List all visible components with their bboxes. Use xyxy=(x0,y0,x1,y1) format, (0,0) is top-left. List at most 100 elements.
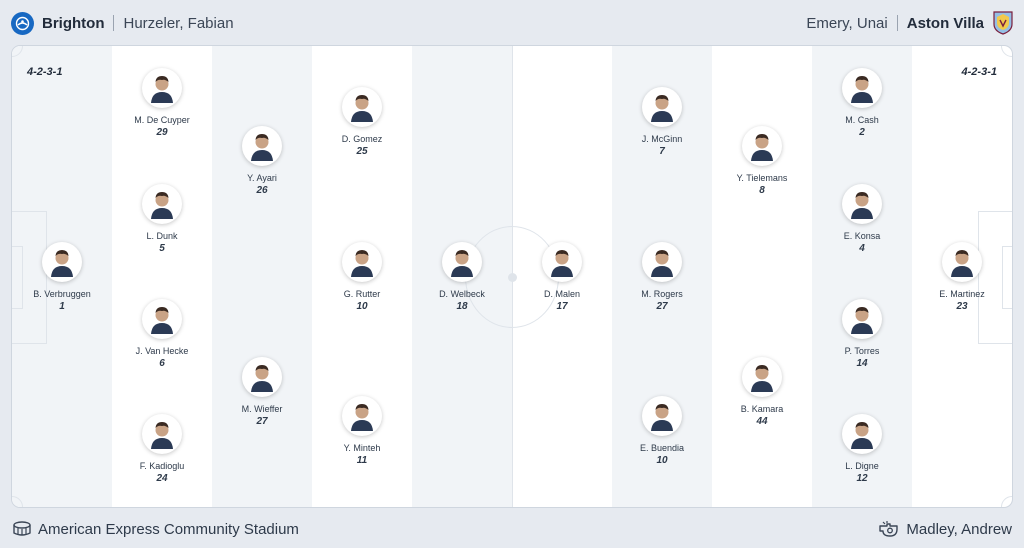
player-card[interactable]: F. Kadioglu 24 xyxy=(112,414,212,484)
player-card[interactable]: D. Gomez 25 xyxy=(312,87,412,157)
player-card[interactable]: E. Buendia 10 xyxy=(612,396,712,466)
player-card[interactable]: D. Welbeck 18 xyxy=(412,242,512,312)
player-headshot-icon xyxy=(451,250,473,277)
player-avatar xyxy=(842,184,882,224)
player-card[interactable]: E. Konsa 4 xyxy=(812,184,912,254)
player-name: Y. Minteh xyxy=(343,443,381,453)
player-avatar xyxy=(242,126,282,166)
home-penalty-box xyxy=(12,211,47,344)
player-card[interactable]: J. Van Hecke 6 xyxy=(112,299,212,369)
player-number: 11 xyxy=(356,455,368,466)
player-number: 29 xyxy=(156,127,168,138)
player-headshot-icon xyxy=(551,250,573,277)
match-header: Brighton Hurzeler, Fabian Emery, Unai As… xyxy=(0,0,1024,46)
player-number: 1 xyxy=(59,301,65,312)
player-headshot-icon xyxy=(151,192,173,219)
player-card[interactable]: G. Rutter 10 xyxy=(312,242,412,312)
player-number: 14 xyxy=(856,358,868,369)
referee-info: Madley, Andrew xyxy=(878,518,1012,540)
player-headshot-icon xyxy=(851,422,873,449)
aston-villa-crest-icon xyxy=(993,11,1013,35)
player-card[interactable]: P. Torres 14 xyxy=(812,299,912,369)
player-number: 8 xyxy=(759,185,765,196)
home-team-name[interactable]: Brighton xyxy=(42,14,105,32)
player-headshot-icon xyxy=(351,95,373,122)
player-headshot-icon xyxy=(251,134,273,161)
player-number: 10 xyxy=(356,301,368,312)
player-avatar xyxy=(842,414,882,454)
player-avatar xyxy=(142,68,182,108)
away-team-name[interactable]: Aston Villa xyxy=(906,14,984,32)
player-avatar xyxy=(142,414,182,454)
player-avatar xyxy=(642,396,682,436)
player-avatar xyxy=(542,242,582,282)
header-divider xyxy=(113,15,115,31)
stadium-icon xyxy=(12,520,32,538)
player-headshot-icon xyxy=(851,76,873,103)
player-headshot-icon xyxy=(351,250,373,277)
player-card[interactable]: B. Kamara 44 xyxy=(712,357,812,427)
player-card[interactable]: Y. Tielemans 8 xyxy=(712,126,812,196)
corner-arc xyxy=(1001,46,1012,57)
brighton-crest-icon xyxy=(11,11,34,35)
player-avatar xyxy=(142,184,182,224)
player-headshot-icon xyxy=(751,365,773,392)
player-card[interactable]: M. Cash 2 xyxy=(812,68,912,138)
away-team-block: Emery, Unai Aston Villa xyxy=(806,11,1013,35)
player-number: 2 xyxy=(859,127,865,138)
lineup-pitch: 4-2-3-1 4-2-3-1 B. Verbruggen 1 M. De Cu… xyxy=(11,45,1013,508)
player-card[interactable]: Y. Ayari 26 xyxy=(212,126,312,196)
player-card[interactable]: D. Malen 17 xyxy=(512,242,612,312)
center-spot xyxy=(508,273,517,282)
player-name: M. Rogers xyxy=(641,289,683,299)
player-headshot-icon xyxy=(851,192,873,219)
player-number: 5 xyxy=(159,243,165,254)
player-headshot-icon xyxy=(151,307,173,334)
player-avatar xyxy=(442,242,482,282)
player-headshot-icon xyxy=(51,250,73,277)
player-headshot-icon xyxy=(851,307,873,334)
player-card[interactable]: M. De Cuyper 29 xyxy=(112,68,212,138)
player-card[interactable]: L. Dunk 5 xyxy=(112,184,212,254)
player-card[interactable]: J. McGinn 7 xyxy=(612,87,712,157)
player-name: P. Torres xyxy=(844,346,880,356)
player-number: 6 xyxy=(159,358,165,369)
player-card[interactable]: M. Wieffer 27 xyxy=(212,357,312,427)
player-avatar xyxy=(742,126,782,166)
player-card[interactable]: E. Martinez 23 xyxy=(912,242,1012,312)
player-name: J. Van Hecke xyxy=(135,346,189,356)
player-headshot-icon xyxy=(651,95,673,122)
player-name: M. De Cuyper xyxy=(134,115,190,125)
player-number: 12 xyxy=(856,473,868,484)
player-avatar xyxy=(342,242,382,282)
player-name: M. Cash xyxy=(845,115,879,125)
player-number: 24 xyxy=(156,473,168,484)
player-card[interactable]: Y. Minteh 11 xyxy=(312,396,412,466)
player-headshot-icon xyxy=(351,404,373,431)
player-name: Y. Ayari xyxy=(247,173,277,183)
player-card[interactable]: L. Digne 12 xyxy=(812,414,912,484)
corner-arc xyxy=(1001,496,1012,507)
player-name: L. Dunk xyxy=(146,231,178,241)
player-name: B. Kamara xyxy=(740,404,784,414)
player-name: B. Verbruggen xyxy=(33,289,91,299)
player-number: 17 xyxy=(556,301,568,312)
away-formation: 4-2-3-1 xyxy=(961,66,997,78)
player-number: 4 xyxy=(859,243,865,254)
player-avatar xyxy=(642,87,682,127)
player-number: 7 xyxy=(659,146,665,157)
player-avatar xyxy=(142,299,182,339)
home-coach-name: Hurzeler, Fabian xyxy=(123,14,234,32)
player-name: E. Buendia xyxy=(639,443,685,453)
player-headshot-icon xyxy=(751,134,773,161)
referee-name: Madley, Andrew xyxy=(906,520,1012,538)
player-card[interactable]: B. Verbruggen 1 xyxy=(12,242,112,312)
player-card[interactable]: M. Rogers 27 xyxy=(612,242,712,312)
player-number: 27 xyxy=(256,416,268,427)
player-avatar xyxy=(342,396,382,436)
player-avatar xyxy=(342,87,382,127)
venue-info: American Express Community Stadium xyxy=(12,518,299,540)
player-name: F. Kadioglu xyxy=(139,461,185,471)
player-name: L. Digne xyxy=(845,461,879,471)
player-headshot-icon xyxy=(651,404,673,431)
